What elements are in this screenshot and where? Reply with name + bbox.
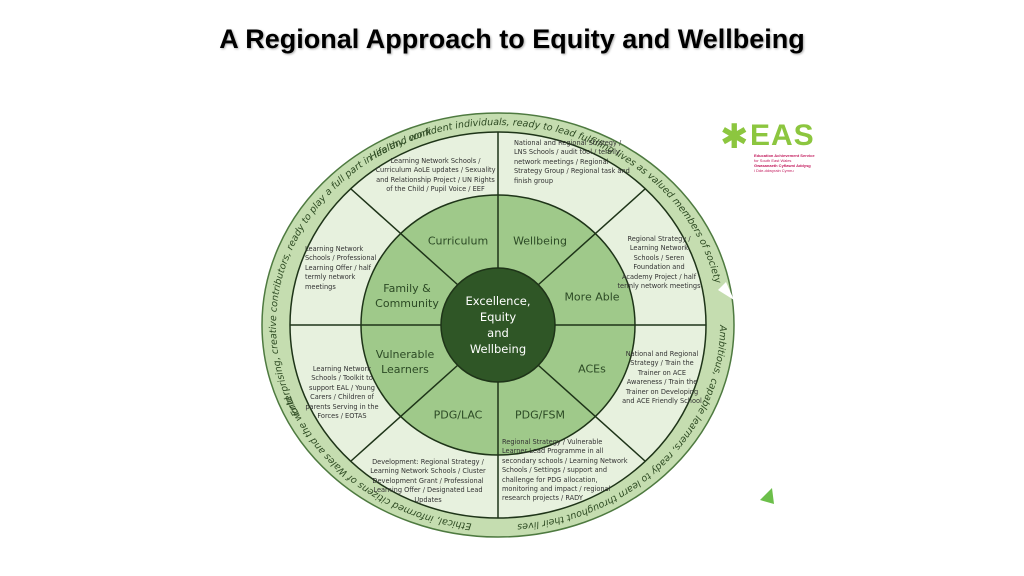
ring-label-curriculum: Curriculum bbox=[427, 234, 489, 248]
ring-label-line: Vulnerable bbox=[375, 348, 435, 361]
ring-label-aces: ACEs bbox=[578, 362, 606, 376]
star-logo-icon: ✱ bbox=[720, 118, 749, 156]
divider-lines bbox=[290, 132, 706, 518]
segment-text-family: Learning Network Schools / Professional … bbox=[305, 245, 377, 291]
segment-text-aces: National and Regional Strategy / Train t… bbox=[622, 350, 702, 406]
ring-label-more-able: More Able bbox=[564, 290, 620, 304]
logo-line-4: i Dde-ddwyrain Cymru bbox=[754, 168, 794, 173]
center-label-line: Wellbeing bbox=[469, 342, 527, 356]
ring-label-line: Learners bbox=[381, 363, 429, 376]
segment-text-pdg-lac: Development: Regional Strategy / Learnin… bbox=[370, 458, 486, 504]
ring-label-family-community: Family & Community bbox=[375, 281, 439, 311]
logo-name: EAS bbox=[750, 119, 815, 152]
segment-text-pdg-fsm: Regional Strategy / Vulnerable Learner L… bbox=[502, 438, 628, 503]
slide-title: A Regional Approach to Equity and Wellbe… bbox=[219, 24, 805, 54]
logo-line-3: Gwasanaeth Cyflawni Addysg bbox=[754, 163, 811, 168]
segment-text-curriculum: Learning Network Schools / Curriculum Ao… bbox=[375, 157, 496, 194]
chevron-arrows bbox=[296, 160, 734, 556]
green-arrow-icon bbox=[760, 488, 774, 504]
center-label-line: Equity bbox=[479, 310, 517, 324]
ring-label-pdg-fsm: PDG/FSM bbox=[515, 408, 565, 422]
segment-text-wellbeing: National and Regional Strategy / LNS Sch… bbox=[514, 139, 630, 185]
ring-label-pdg-lac: PDG/LAC bbox=[433, 408, 483, 422]
center-label-line: and bbox=[487, 326, 509, 340]
center-label: Excellence, Equity and Wellbeing bbox=[448, 293, 548, 357]
ring-label-vulnerable-learners: Vulnerable Learners bbox=[376, 347, 435, 377]
ring-label-wellbeing: Wellbeing bbox=[513, 234, 567, 248]
center-label-line: Excellence, bbox=[465, 294, 531, 308]
logo-line-2: for South East Wales bbox=[754, 158, 792, 163]
segment-text-more-able: Regional Strategy / Learning Network Sch… bbox=[617, 235, 701, 291]
logo-line-1: Education Achievement Service bbox=[754, 153, 815, 158]
ring-label-line: Family & bbox=[383, 282, 431, 295]
center-circle bbox=[440, 267, 556, 383]
segment-text-vulnerable: Learning Network Schools / Toolkit to su… bbox=[305, 365, 379, 421]
ring-label-line: Community bbox=[375, 297, 439, 310]
